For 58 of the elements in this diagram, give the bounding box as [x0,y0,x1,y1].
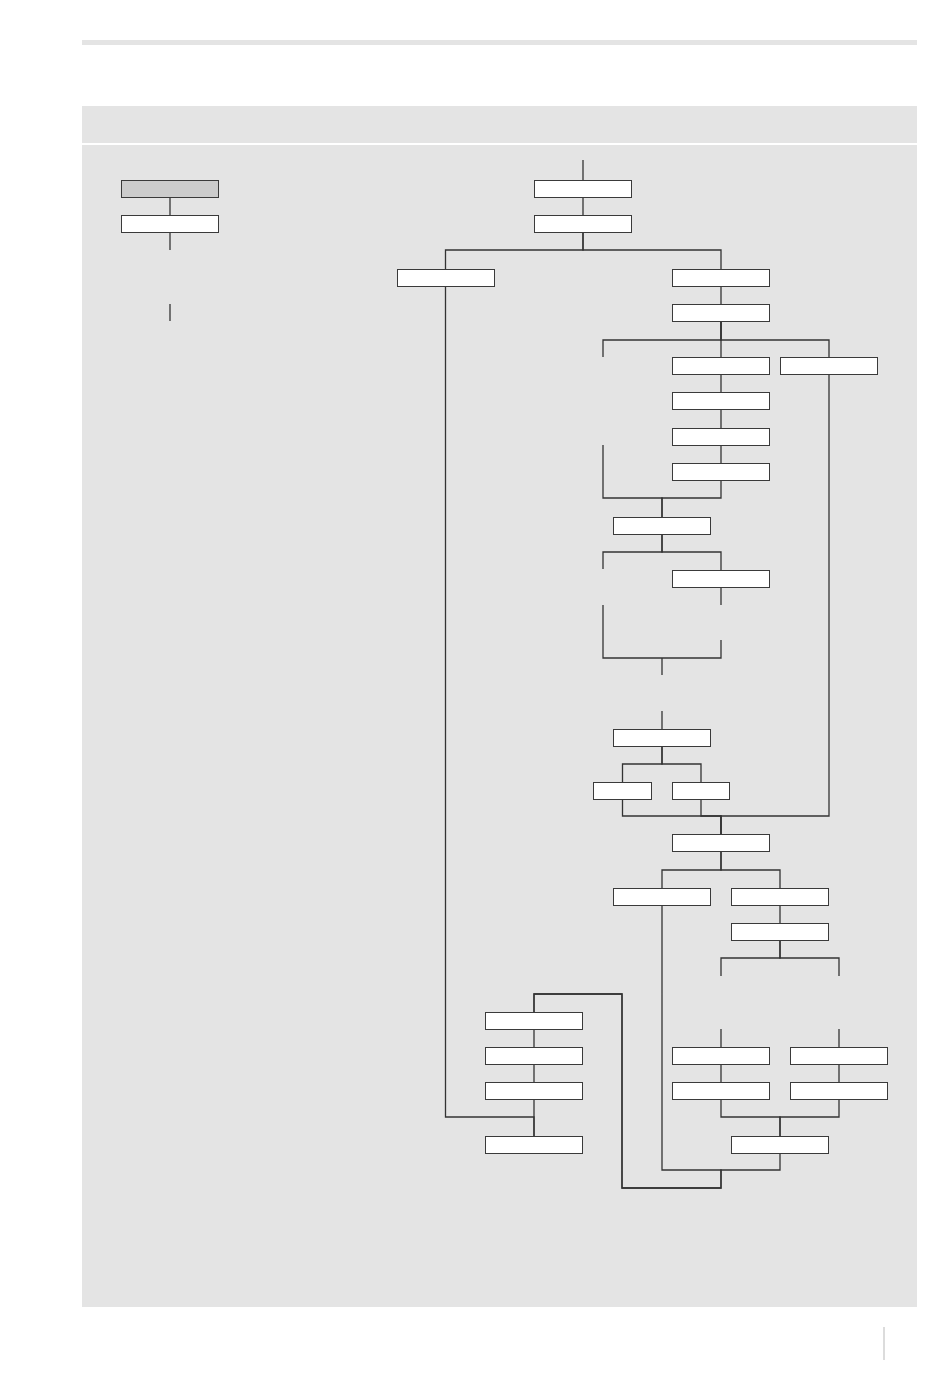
connector-line [838,1028,840,1048]
connector-line [720,587,722,606]
process-box [672,304,770,322]
process-box [613,888,711,906]
process-box [672,357,770,375]
connector-line [533,1029,535,1048]
process-box [672,570,770,588]
connector-line [582,159,584,181]
connector-line [661,480,722,518]
connector-line [720,851,781,889]
connector-line [582,197,584,216]
connector-line [720,1064,722,1083]
process-box [121,180,219,198]
process-box [672,782,730,800]
process-box [790,1047,888,1065]
connector-line [169,232,171,251]
connector-line [779,905,781,924]
connector-line [720,445,722,464]
process-box [672,1082,770,1100]
process-box [534,180,632,198]
process-box [121,215,219,233]
connector-line [720,286,722,305]
connector-line [779,940,840,977]
connector-line [720,1028,722,1048]
connector-line [720,374,830,835]
process-box [731,923,829,941]
connector-line [602,321,722,358]
process-box [485,1012,583,1030]
connector-line [779,1099,840,1137]
connector-line [533,1064,535,1083]
connector-line [720,374,722,393]
process-box [672,1047,770,1065]
process-box [534,215,632,233]
connector-line [661,746,702,783]
connector-line [533,1099,535,1137]
process-box [731,1136,829,1154]
process-box [672,269,770,287]
process-box [672,463,770,481]
process-box [790,1082,888,1100]
process-box [613,517,711,535]
process-box [396,269,495,287]
process-box [593,782,652,800]
connector-line [533,993,781,1189]
process-box [672,428,770,446]
connector-line [582,232,722,270]
process-box [485,1136,583,1154]
process-box [780,357,878,375]
connector-line [661,710,663,730]
connector-line [602,534,663,570]
connector-line [169,197,171,216]
process-box [731,888,829,906]
process-box [485,1082,583,1100]
process-box [485,1047,583,1065]
process-box [672,392,770,410]
connector-line [838,1064,840,1083]
connector-line [720,409,722,429]
process-box [672,834,770,852]
process-box [613,729,711,747]
